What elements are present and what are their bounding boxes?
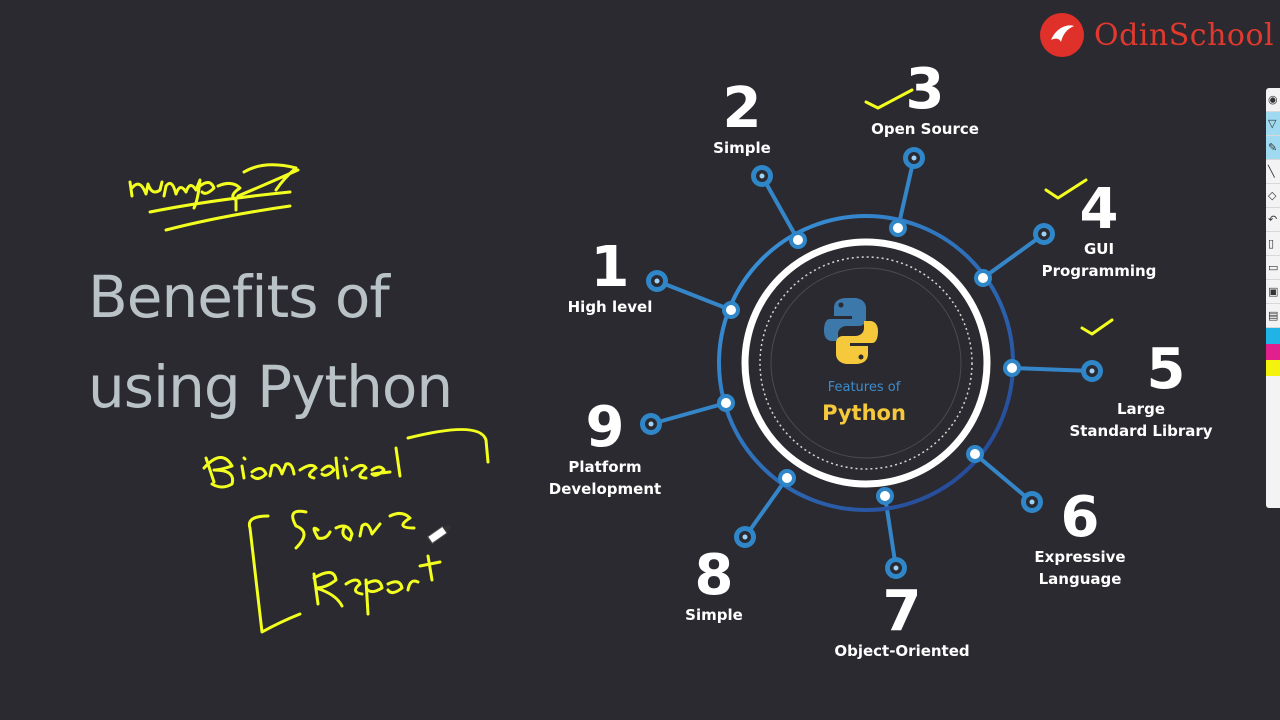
feature-9: 9 Platform Development (540, 400, 670, 500)
undo-icon[interactable]: ↶ (1266, 208, 1280, 232)
slide-title: Benefits of using Python (88, 252, 453, 432)
spoke-5 (1010, 366, 1094, 373)
feature-3-number: 3 (905, 57, 945, 122)
feature-9-label-line1: Platform (568, 458, 642, 476)
python-logo-icon (824, 298, 878, 364)
feature-5-number: 5 (1146, 337, 1186, 402)
check-3 (864, 88, 914, 110)
annotation-biomedical (202, 428, 490, 489)
brand-logo-icon (1040, 13, 1084, 57)
title-line-1: Benefits of (88, 263, 390, 331)
node-9 (640, 413, 662, 435)
feature-7-label: Object-Oriented (834, 642, 970, 660)
feature-1: 1 High level (560, 240, 660, 318)
annotation-underline (148, 190, 292, 232)
feature-1-label: High level (567, 298, 653, 316)
spoke-8 (743, 476, 789, 539)
feature-5: 5 Large Standard Library (1066, 342, 1216, 442)
feature-4: 4 GUI Programming (1034, 182, 1164, 282)
handwriting-annotations (128, 88, 1114, 634)
feature-5-label-line2: Standard Library (1069, 422, 1213, 440)
node-7 (885, 557, 907, 579)
junction-1 (722, 301, 740, 319)
junction-2 (789, 231, 807, 249)
center-caption: Features of (828, 380, 901, 395)
node-6 (1021, 491, 1043, 513)
spoke-3 (896, 156, 916, 230)
pencil-icon[interactable]: ╲ (1266, 160, 1280, 184)
feature-4-number: 4 (1079, 177, 1119, 242)
spokes (649, 156, 1094, 570)
title-line-2: using Python (88, 353, 453, 421)
junction-6 (966, 445, 984, 463)
feature-8-number: 8 (694, 543, 734, 608)
feature-2-label: Simple (713, 139, 771, 157)
center-title: Python (822, 401, 906, 425)
end-nodes (640, 147, 1103, 579)
feature-3: 3 Open Source (860, 62, 990, 140)
spoke-6 (973, 452, 1034, 504)
feature-6: 6 Expressive Language (1025, 490, 1135, 590)
annotation-numpy (128, 163, 300, 212)
spoke-4 (981, 232, 1046, 280)
spoke-2 (760, 174, 800, 242)
spoke-9 (649, 401, 728, 426)
spoke-1 (655, 279, 733, 312)
feature-2: 2 Simple (692, 81, 792, 159)
junction-8 (778, 469, 796, 487)
node-4 (1033, 223, 1055, 245)
eraser-icon[interactable]: ◇ (1266, 184, 1280, 208)
feature-4-label-line1: GUI (1083, 240, 1115, 258)
inner-ring (770, 267, 962, 459)
feature-6-number: 6 (1060, 485, 1100, 550)
trash-icon[interactable]: ▯ (1266, 232, 1280, 256)
node-8 (734, 526, 756, 548)
clipboard-icon[interactable]: ▤ (1266, 304, 1280, 328)
color-swatch-magenta[interactable] (1266, 344, 1280, 360)
feature-6-label-line2: Language (1038, 570, 1122, 588)
feature-9-number: 9 (585, 395, 625, 460)
pointer-icon[interactable]: ▽ (1266, 112, 1280, 136)
junction-7 (876, 487, 894, 505)
pen-icon[interactable]: ✎ (1266, 136, 1280, 160)
junction-3 (889, 219, 907, 237)
color-swatch-yellow[interactable] (1266, 360, 1280, 376)
pen-cursor-icon (427, 525, 452, 544)
check-4 (1044, 178, 1088, 200)
feature-4-label-line2: Programming (1041, 262, 1157, 280)
annotation-toolbar: ◉ ▽ ✎ ╲ ◇ ↶ ▯ ▭ ▣ ▤ (1266, 88, 1280, 508)
check-5 (1080, 318, 1114, 336)
node-1 (646, 270, 668, 292)
feature-8: 8 Simple (664, 548, 764, 626)
feature-9-label-line2: Development (548, 480, 662, 498)
node-2 (751, 165, 773, 187)
eye-icon[interactable]: ◉ (1266, 88, 1280, 112)
feature-3-label: Open Source (871, 120, 979, 138)
annotation-bracket (247, 514, 302, 634)
color-swatch-blue[interactable] (1266, 328, 1280, 344)
annotation-report (312, 554, 442, 616)
brand-name: OdinSchool (1094, 17, 1275, 53)
feature-8-label: Simple (685, 606, 743, 624)
comment-icon[interactable]: ▭ (1266, 256, 1280, 280)
feature-7-number: 7 (882, 579, 922, 644)
node-5 (1081, 360, 1103, 382)
annotation-scans (291, 509, 416, 550)
feature-6-label-line1: Expressive (1034, 548, 1126, 566)
feature-2-number: 2 (722, 76, 762, 141)
brand: OdinSchool (1040, 12, 1274, 58)
ring-junctions (717, 219, 1021, 505)
feature-1-number: 1 (590, 235, 630, 300)
camera-icon[interactable]: ▣ (1266, 280, 1280, 304)
junction-5 (1003, 359, 1021, 377)
junction-9 (717, 394, 735, 412)
feature-7: 7 Object-Oriented (826, 584, 978, 662)
white-ring (741, 238, 991, 488)
feature-5-label-line1: Large (1117, 400, 1165, 418)
dotted-ring (759, 256, 973, 470)
node-3 (903, 147, 925, 169)
junction-4 (974, 269, 992, 287)
